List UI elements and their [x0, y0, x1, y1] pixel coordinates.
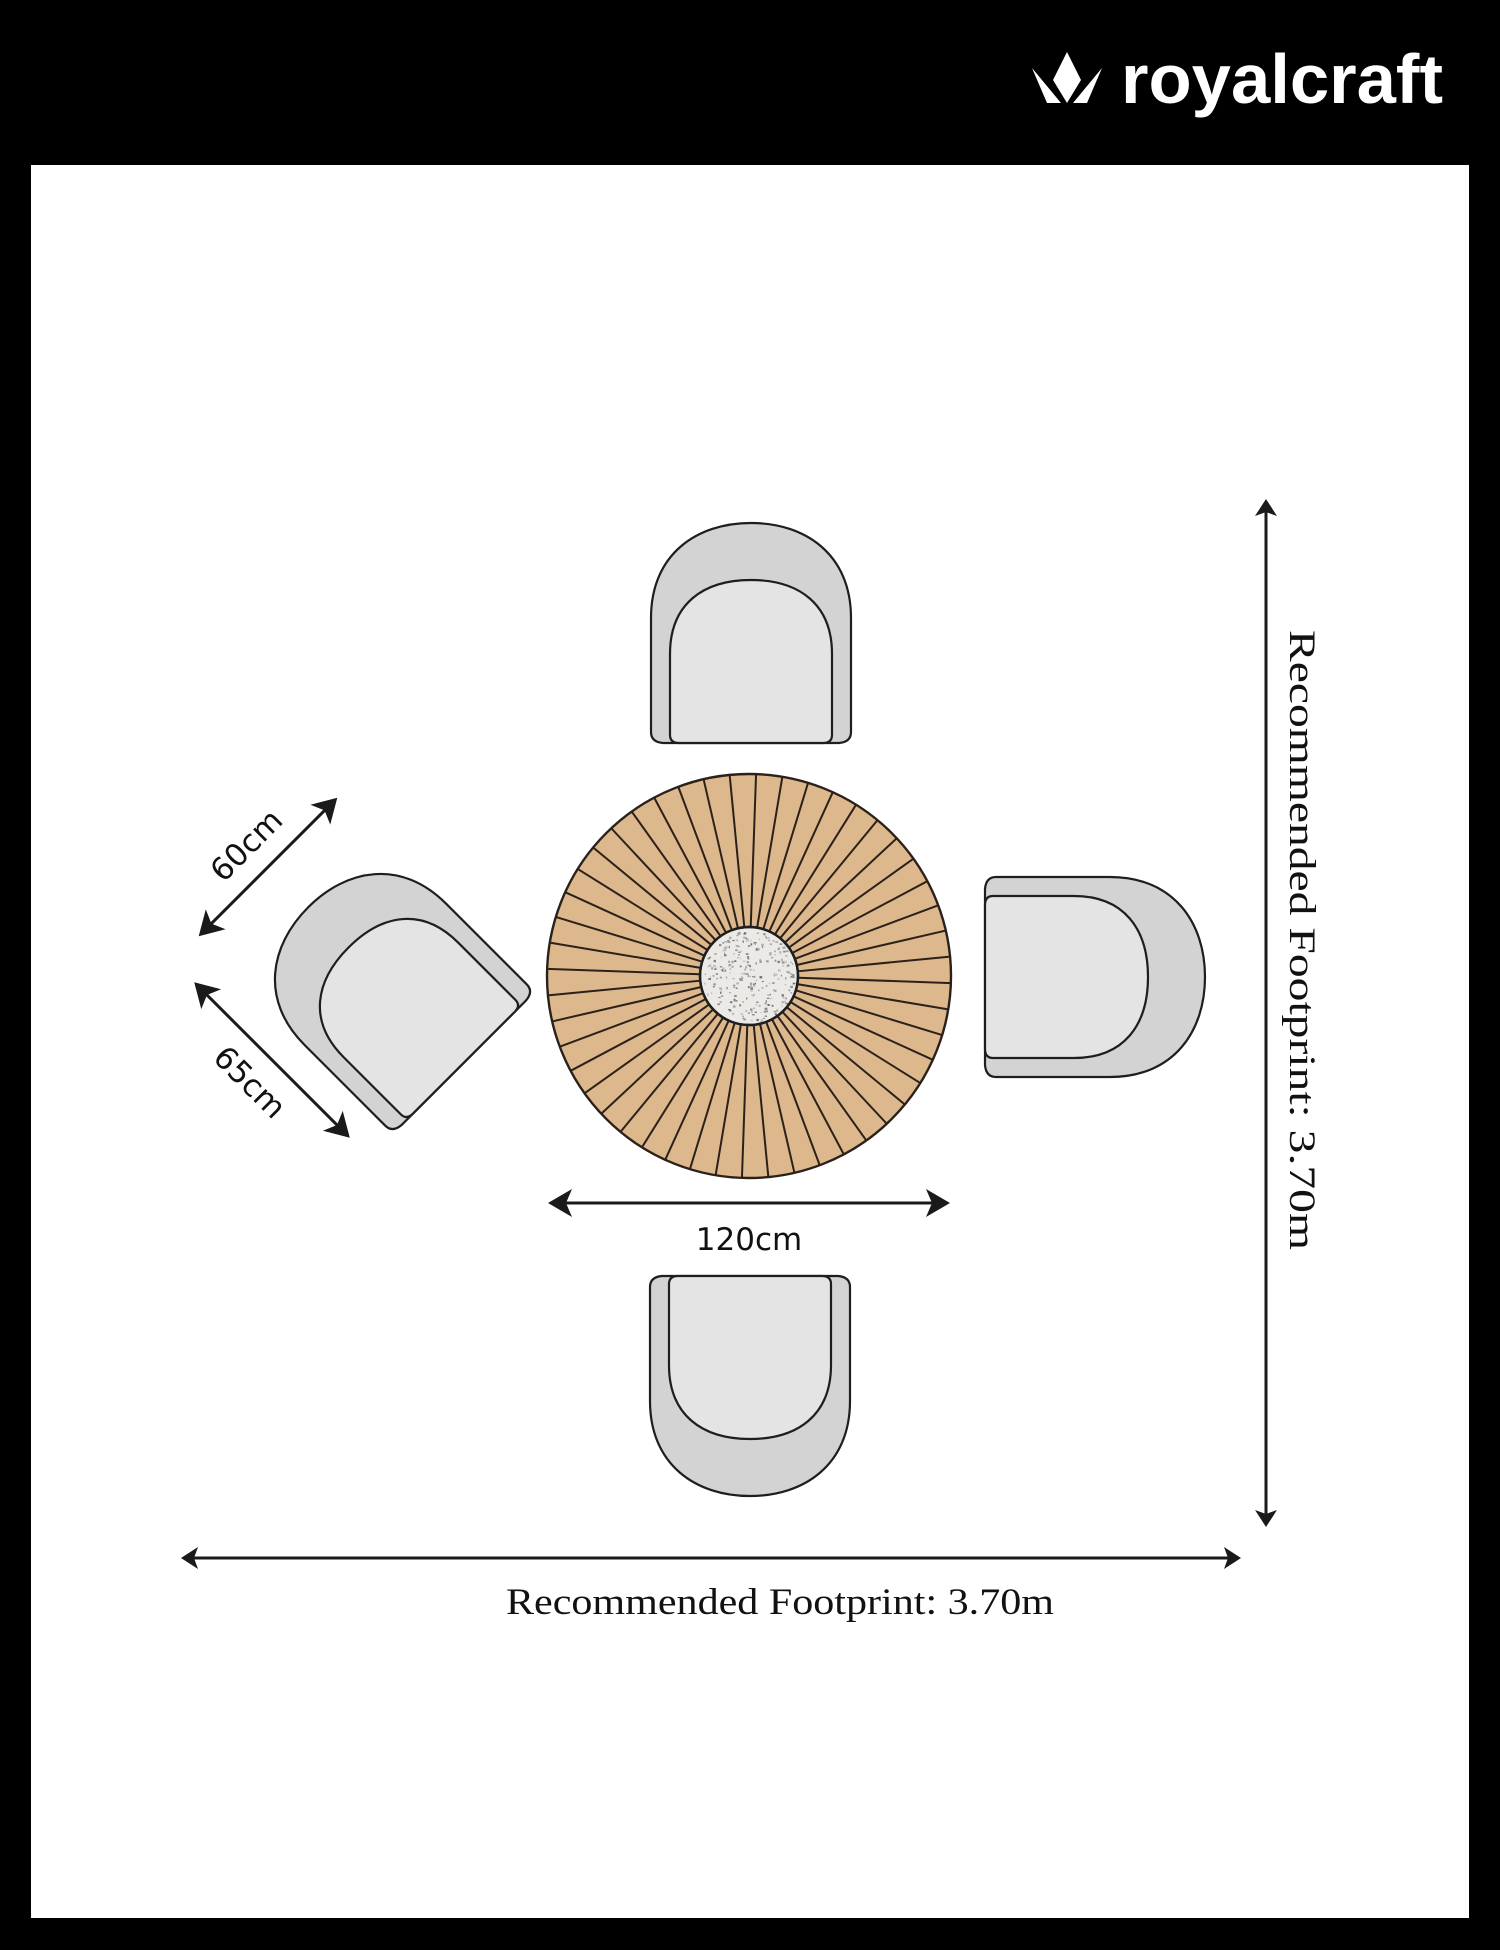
- round-table: [545, 772, 953, 1180]
- footprint-horizontal-label: Recommended Footprint: 3.70m: [506, 1582, 1054, 1623]
- chair-depth-label: 65cm: [206, 1039, 293, 1126]
- table-diameter-label: 120cm: [696, 1222, 802, 1258]
- brand-name: royalcraft: [1121, 40, 1443, 118]
- table-diameter-dimension: 120cm: [548, 1189, 950, 1258]
- footprint-vertical-dimension: Recommended Footprint: 3.70m: [1255, 499, 1322, 1527]
- chair-bottom: [648, 1274, 852, 1498]
- table-slats: [547, 774, 951, 1178]
- terrazzo-speckles: [703, 932, 796, 1022]
- footprint-horizontal-dimension: Recommended Footprint: 3.70m: [181, 1547, 1241, 1623]
- chair-right: [983, 875, 1207, 1079]
- brand-logo: royalcraft: [1032, 40, 1443, 118]
- footprint-vertical-label: Recommended Footprint: 3.70m: [1281, 630, 1322, 1250]
- chair-width-label: 60cm: [203, 802, 290, 889]
- crown-icon: [1032, 52, 1102, 103]
- chair-top: [649, 521, 853, 745]
